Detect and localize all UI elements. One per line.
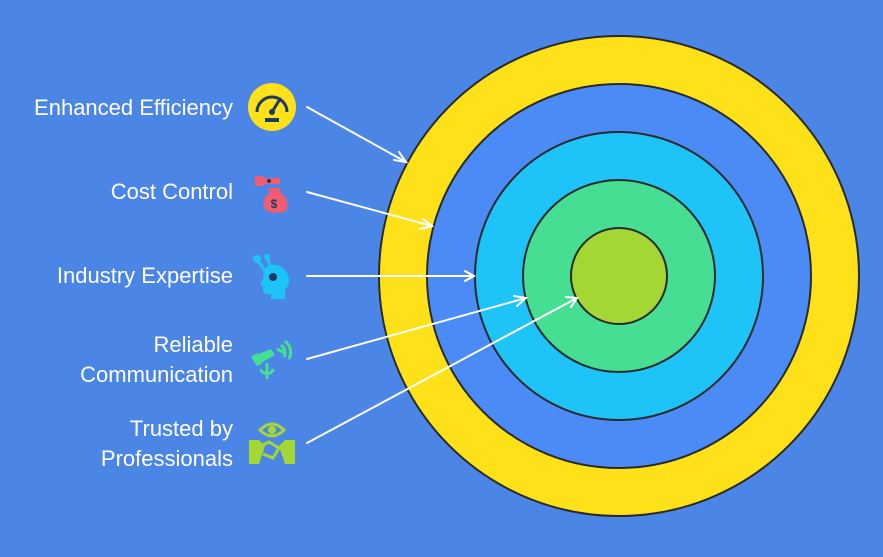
ring-core — [570, 227, 668, 325]
svg-text:$: $ — [271, 197, 278, 211]
money-bag-icon: $ — [247, 168, 297, 218]
head-gears-icon — [247, 251, 297, 301]
label-cost-control: Cost Control — [110, 179, 233, 204]
arrow-cost-control — [306, 191, 435, 230]
label-enhanced-efficiency: Enhanced Efficiency — [34, 95, 233, 120]
label-industry-expertise: Industry Expertise — [56, 263, 233, 288]
speedometer-icon — [247, 82, 297, 132]
arrow-industry-expertise — [306, 270, 477, 282]
arrow-reliable-communication — [306, 295, 529, 360]
antenna-icon — [247, 335, 297, 385]
label-trusted-by-professionals: Trusted by Professionals — [100, 416, 233, 471]
handshake-icon — [247, 418, 297, 468]
arrow-enhanced-efficiency — [306, 106, 409, 164]
arrow-trusted-by-professionals — [306, 296, 579, 444]
label-reliable-communication: Reliable Communication — [80, 332, 233, 387]
